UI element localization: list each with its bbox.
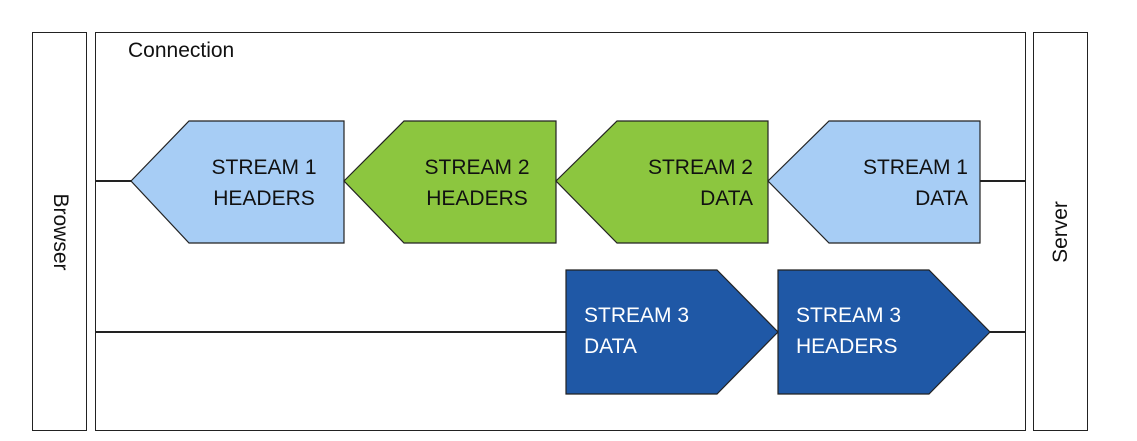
frame-label-line1: STREAM 2 xyxy=(424,156,529,179)
frame-label-line1: STREAM 2 xyxy=(648,156,753,179)
frame-label-line1: STREAM 3 xyxy=(584,304,689,327)
frame-lane1-4: STREAM 1 DATA xyxy=(767,120,981,244)
frame-label-line1: STREAM 1 xyxy=(863,156,968,179)
frame-label-line2: HEADERS xyxy=(796,335,898,358)
connection-label: Connection xyxy=(128,39,235,62)
server-box: Server xyxy=(1033,32,1088,431)
frame-shape xyxy=(565,269,779,395)
frame-shape xyxy=(777,269,991,395)
frame-label-line2: HEADERS xyxy=(426,187,528,210)
frame-lane1-2: STREAM 2 HEADERS xyxy=(343,120,557,244)
frame-shape xyxy=(343,120,557,244)
frame-label-line2: HEADERS xyxy=(213,187,315,210)
frame-label-line2: DATA xyxy=(584,335,637,358)
frame-lane2-1: STREAM 3 DATA xyxy=(565,269,779,395)
frame-label-line1: STREAM 1 xyxy=(211,156,316,179)
frame-shape xyxy=(130,120,345,244)
frame-label-line1: STREAM 3 xyxy=(796,304,901,327)
frame-lane2-2: STREAM 3 HEADERS xyxy=(777,269,991,395)
frame-lane1-3: STREAM 2 DATA xyxy=(555,120,769,244)
frame-shape xyxy=(767,120,981,244)
frame-label-line2: DATA xyxy=(915,187,968,210)
browser-box: Browser xyxy=(32,32,87,431)
frame-label-line2: DATA xyxy=(700,187,753,210)
frame-lane1-1: STREAM 1 HEADERS xyxy=(130,120,345,244)
frame-shape xyxy=(555,120,769,244)
